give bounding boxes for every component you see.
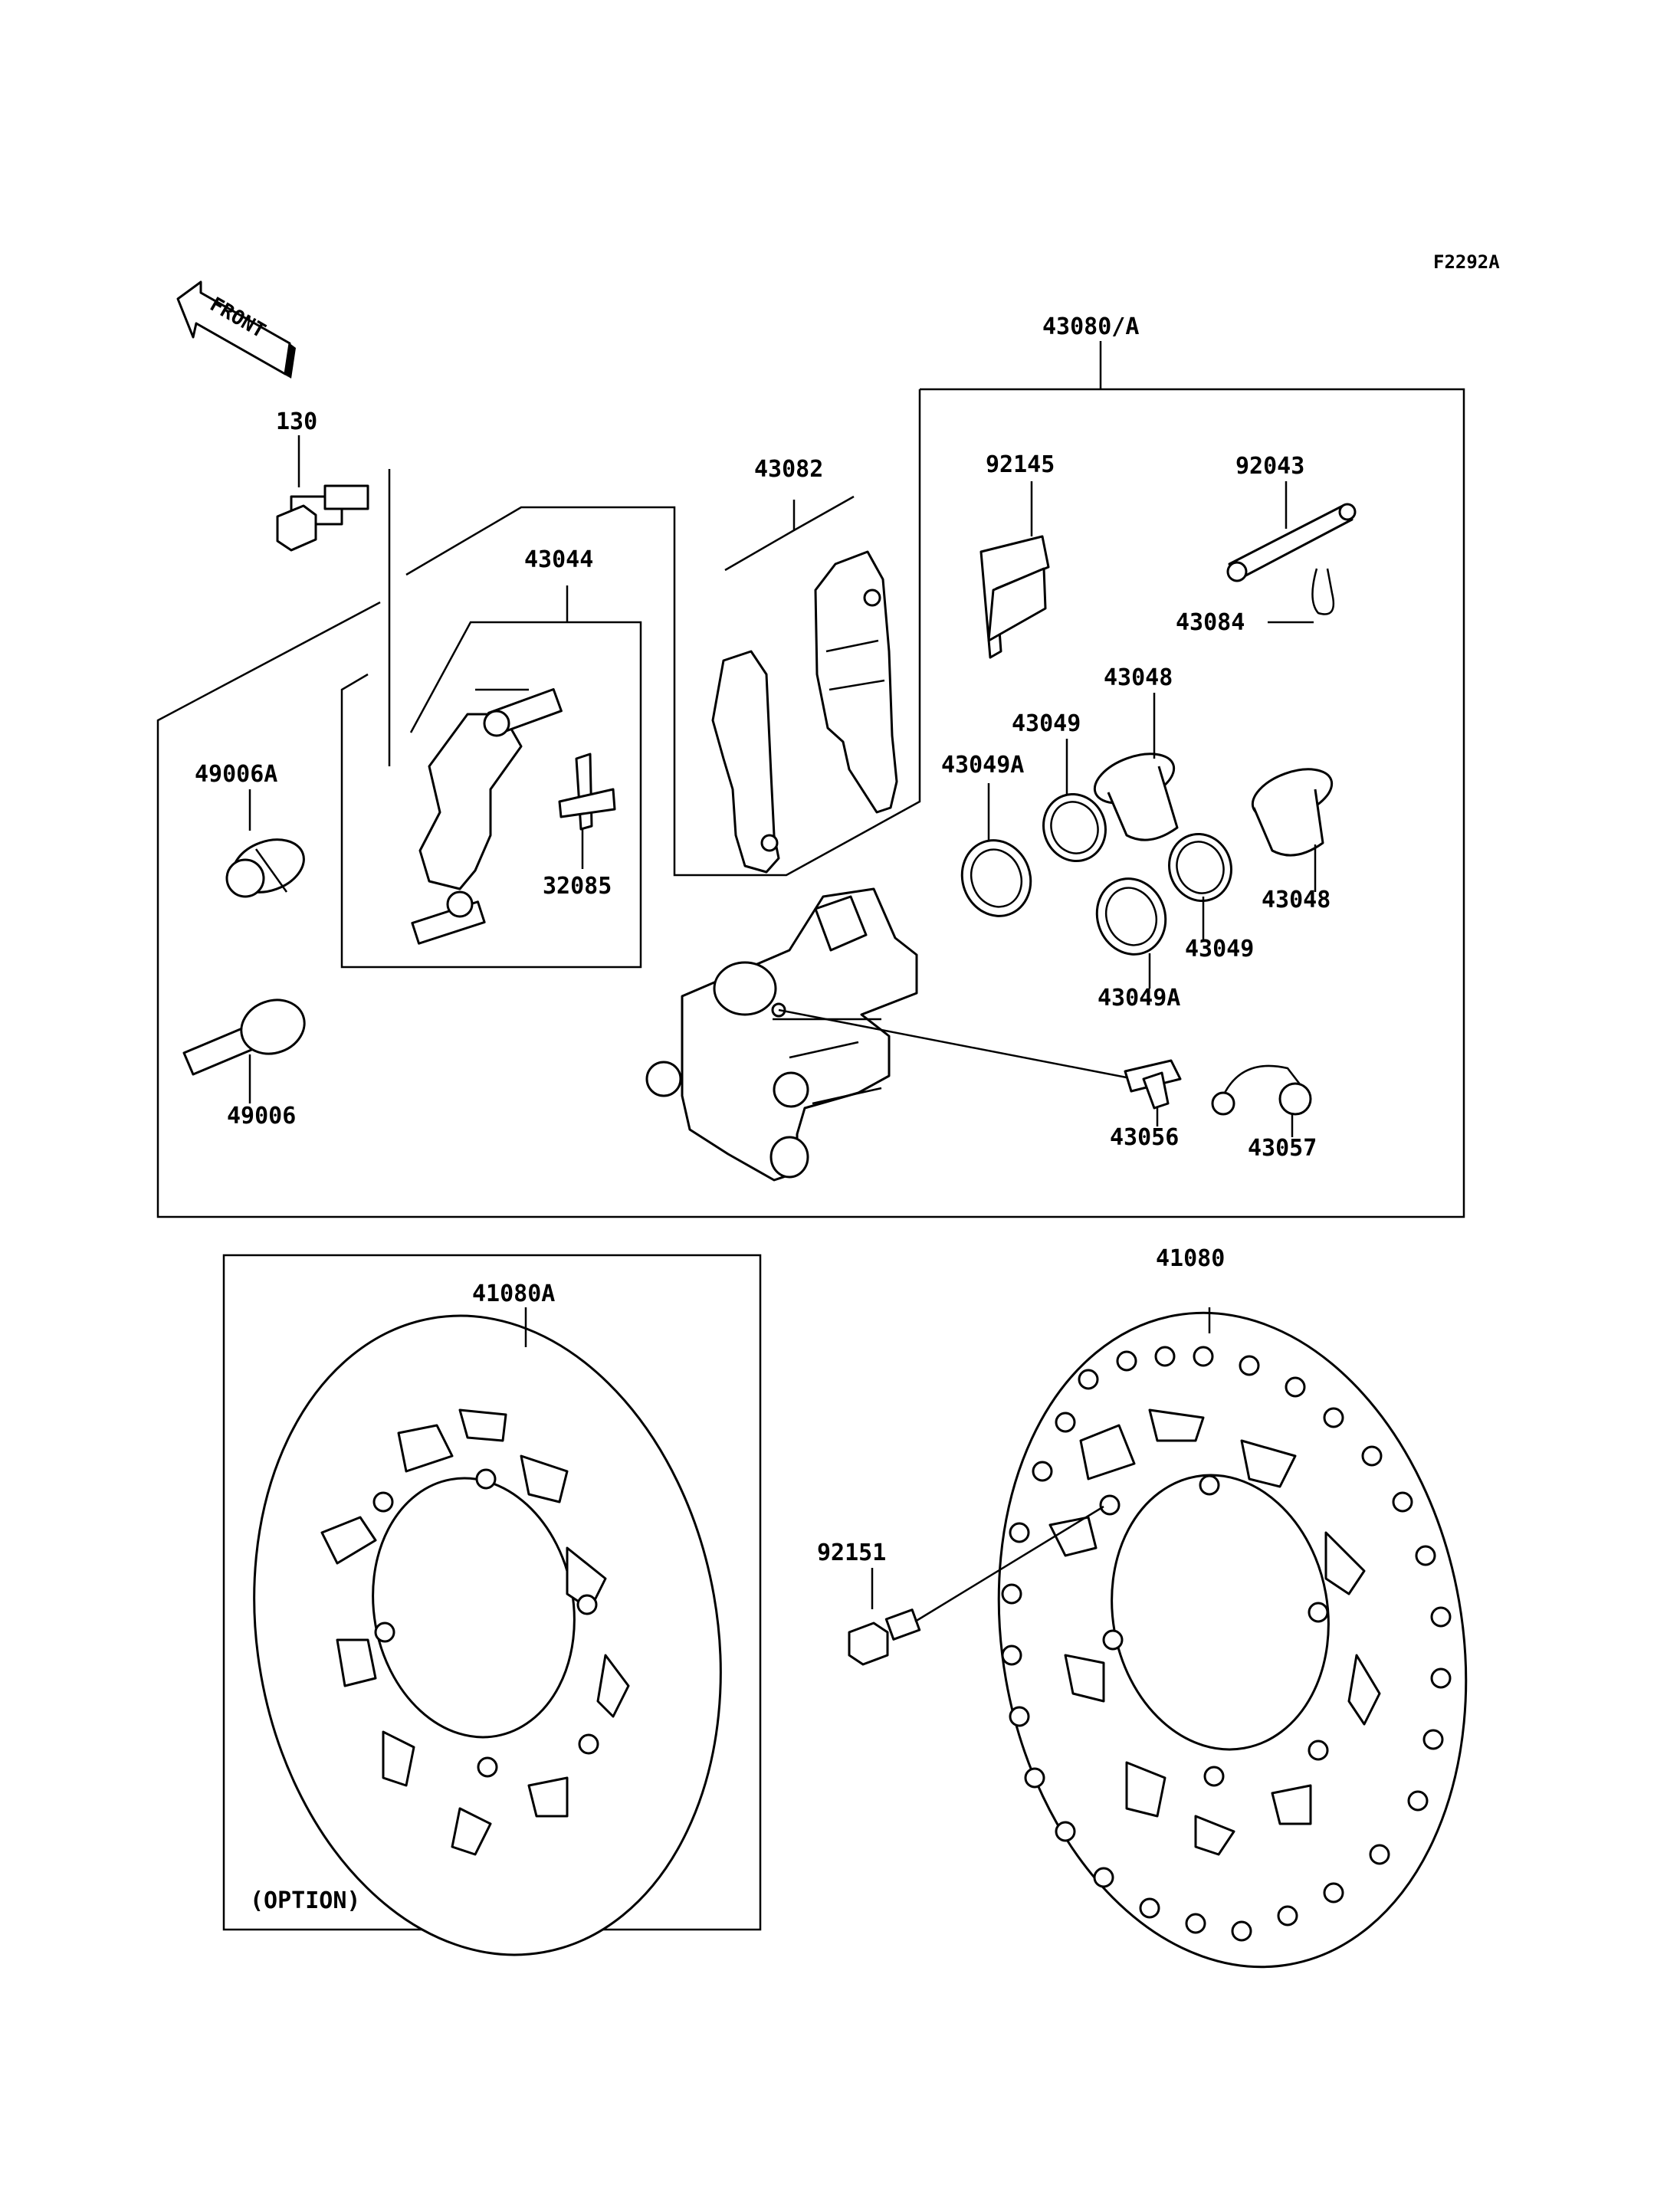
figure-code: F2292A [1433, 251, 1500, 273]
label-43048-top: 43048 [1104, 664, 1173, 691]
brake-disc-41080 [997, 1307, 1468, 1969]
front-arrow-icon: FRONT [176, 280, 296, 379]
piston-seal-43049-b [1168, 832, 1232, 939]
bleed-valve-43056 [1124, 1059, 1182, 1126]
label-43057: 43057 [1248, 1135, 1317, 1162]
label-43049A-top: 43049A [941, 752, 1024, 779]
disc-outer-holes [1001, 1346, 1452, 1942]
label-43049A-bottom: 43049A [1098, 985, 1180, 1012]
label-41080: 41080 [1156, 1245, 1225, 1272]
label-92151: 92151 [817, 1540, 886, 1566]
option-label: (OPTION) [250, 1887, 361, 1914]
label-130: 130 [276, 408, 317, 435]
caliper-assembly-box [156, 341, 1465, 1218]
bolt-130 [276, 435, 369, 552]
piston-43048-b [1251, 768, 1334, 892]
label-43056: 43056 [1110, 1124, 1179, 1151]
piston-seal-43049-a [1042, 739, 1107, 863]
label-41080A: 41080A [472, 1280, 555, 1307]
pad-spring-92145 [979, 481, 1050, 659]
label-43049-top: 43049 [1012, 710, 1081, 737]
caliper-body [645, 887, 1135, 1182]
pad-group-box [405, 389, 921, 877]
pin-clip-43084 [1268, 568, 1335, 624]
bracket-group-box [340, 621, 642, 969]
label-43049-bottom: 43049 [1185, 936, 1254, 962]
piston-43048-a [1093, 693, 1179, 841]
caliper-bracket [411, 688, 563, 945]
label-32085: 32085 [543, 873, 612, 900]
pad-spring-32085 [558, 753, 616, 869]
label-92043: 92043 [1235, 453, 1304, 480]
label-43082: 43082 [754, 456, 823, 483]
disc-bolt-92151 [848, 1505, 1104, 1666]
boot-49006A [225, 789, 305, 898]
brake-disc-41080A [253, 1307, 722, 1956]
label-43048-bottom: 43048 [1262, 887, 1331, 913]
brake-pads [711, 495, 898, 874]
label-92145: 92145 [986, 451, 1055, 478]
slide-pin-49006 [182, 998, 306, 1103]
label-43084: 43084 [1176, 609, 1245, 636]
dust-seal-43049A-b [1095, 877, 1167, 989]
label-49006A: 49006A [195, 761, 277, 788]
label-43080A: 43080/A [1042, 313, 1139, 340]
bleed-cap-43057 [1211, 1064, 1312, 1137]
pad-pin-92043 [1226, 481, 1357, 582]
dust-seal-43049A-a [960, 783, 1032, 917]
label-49006: 49006 [227, 1103, 296, 1130]
label-43044: 43044 [524, 546, 593, 573]
